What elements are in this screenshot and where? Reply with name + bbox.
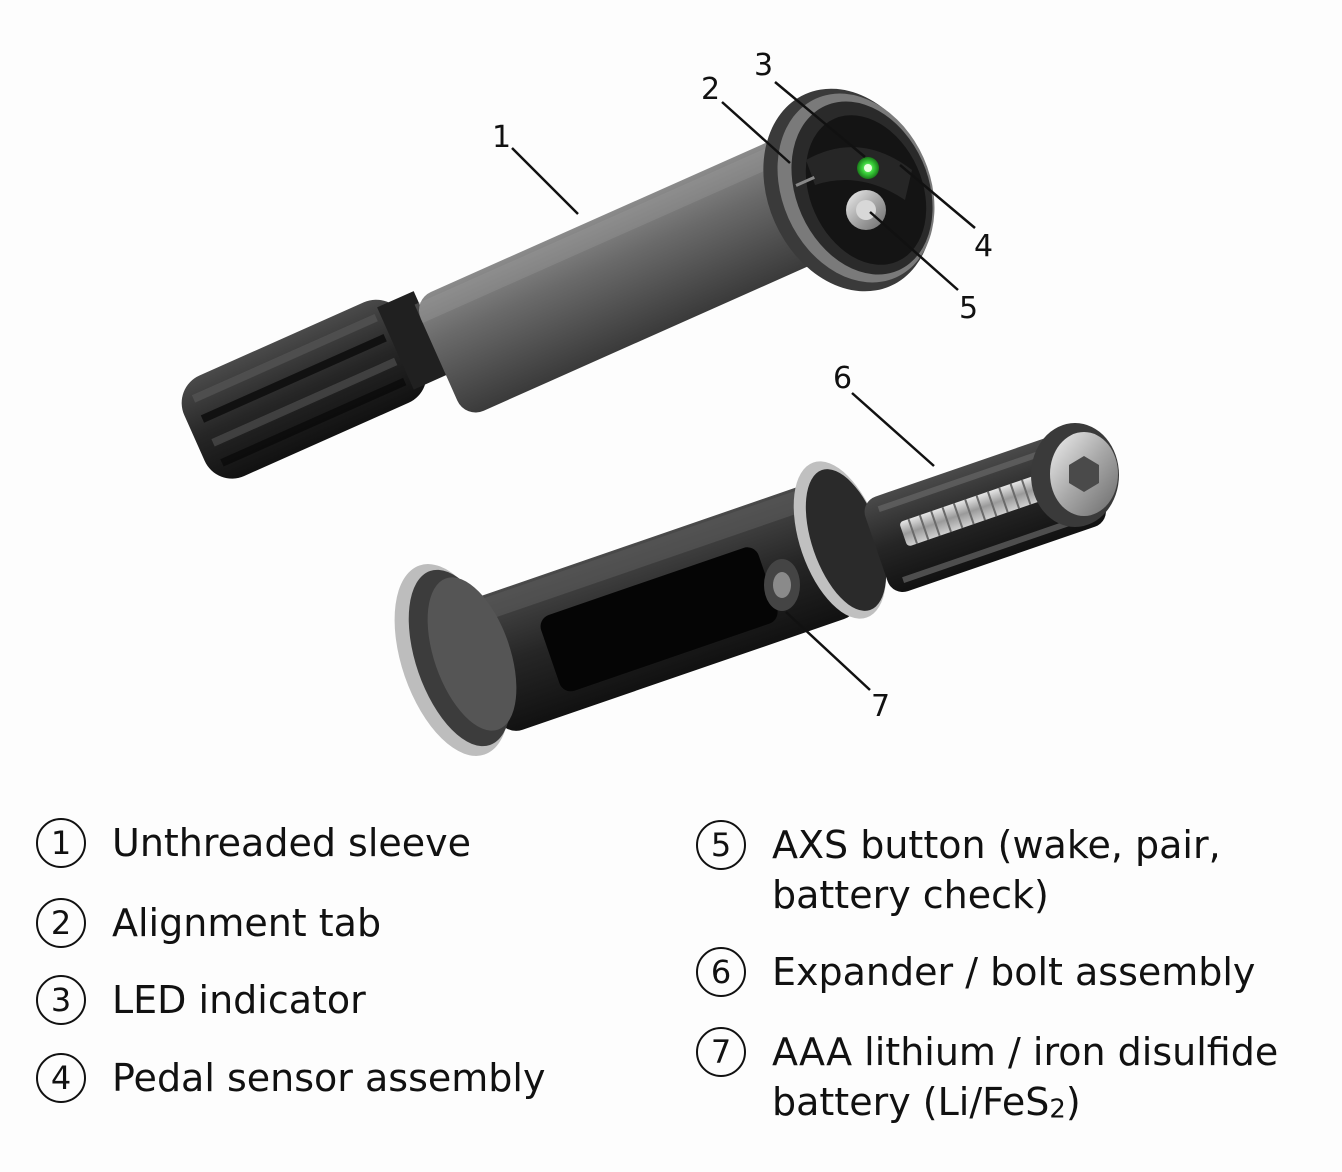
leader-lines [511,81,976,691]
sensor-illustration: 1 2 3 4 5 6 7 [181,48,1119,756]
legend-badge-4: 4 [36,1053,86,1103]
callout-number-3: 3 [754,48,773,83]
legend-item-1: 1 Unthreaded sleeve [36,818,471,868]
lower-ring [793,461,887,619]
legend-item-2: 2 Alignment tab [36,898,381,948]
legend-label-axs-button-line2: battery check) [772,873,1049,917]
legend-label-battery-line1: AAA lithium / iron disulfide [772,1030,1279,1074]
legend-label-pedal-sensor-assembly: Pedal sensor assembly [112,1056,546,1100]
battery-contact [764,559,800,611]
legend-item-3: 3 LED indicator [36,975,366,1025]
upper-expander [181,291,451,479]
legend-label-battery: AAA lithium / iron disulfide battery (Li… [772,1027,1278,1135]
axs-button [846,190,886,230]
legend-label-alignment-tab: Alignment tab [112,901,382,945]
legend-item-5: 5 AXS button (wake, pair, battery check) [696,820,1221,920]
legend-label-axs-button-line1: AXS button (wake, pair, [772,823,1221,867]
callout-number-1: 1 [492,120,511,155]
callout-numbers: 1 2 3 4 5 6 7 [492,48,993,724]
legend-badge-6: 6 [696,947,746,997]
led-indicator [857,157,879,179]
legend-badge-7: 7 [696,1027,746,1077]
lower-end-cap [394,564,517,756]
callout-number-5: 5 [959,291,978,326]
battery-line2-subscript: 2 [1049,1094,1066,1125]
callout-number-2: 2 [701,72,720,107]
legend-badge-1: 1 [36,818,86,868]
unthreaded-sleeve [414,133,843,413]
battery-line2-prefix: battery (Li/FeS [772,1080,1050,1124]
legend-badge-5: 5 [696,820,746,870]
callout-number-6: 6 [833,361,852,396]
legend-label-unthreaded-sleeve: Unthreaded sleeve [112,821,472,865]
lower-sensor-assembly [394,423,1119,756]
upper-sensor-assembly [181,88,935,479]
legend-badge-3: 3 [36,975,86,1025]
legend-badge-2: 2 [36,898,86,948]
legend-label-expander-bolt: Expander / bolt assembly [772,950,1256,994]
legend-item-6: 6 Expander / bolt assembly [696,947,1255,997]
callout-number-7: 7 [871,689,890,724]
bolt-head [1031,423,1119,527]
legend-label-led-indicator: LED indicator [112,978,366,1022]
legend-item-7: 7 AAA lithium / iron disulfide battery (… [696,1027,1278,1135]
callout-number-4: 4 [974,229,993,264]
legend-label-battery-line2: battery (Li/FeS2) [772,1077,1278,1135]
legend-label-axs-button: AXS button (wake, pair, battery check) [772,820,1221,920]
battery-tube [459,483,858,731]
legend-item-4: 4 Pedal sensor assembly [36,1053,545,1103]
battery-line2-suffix: ) [1065,1080,1081,1124]
